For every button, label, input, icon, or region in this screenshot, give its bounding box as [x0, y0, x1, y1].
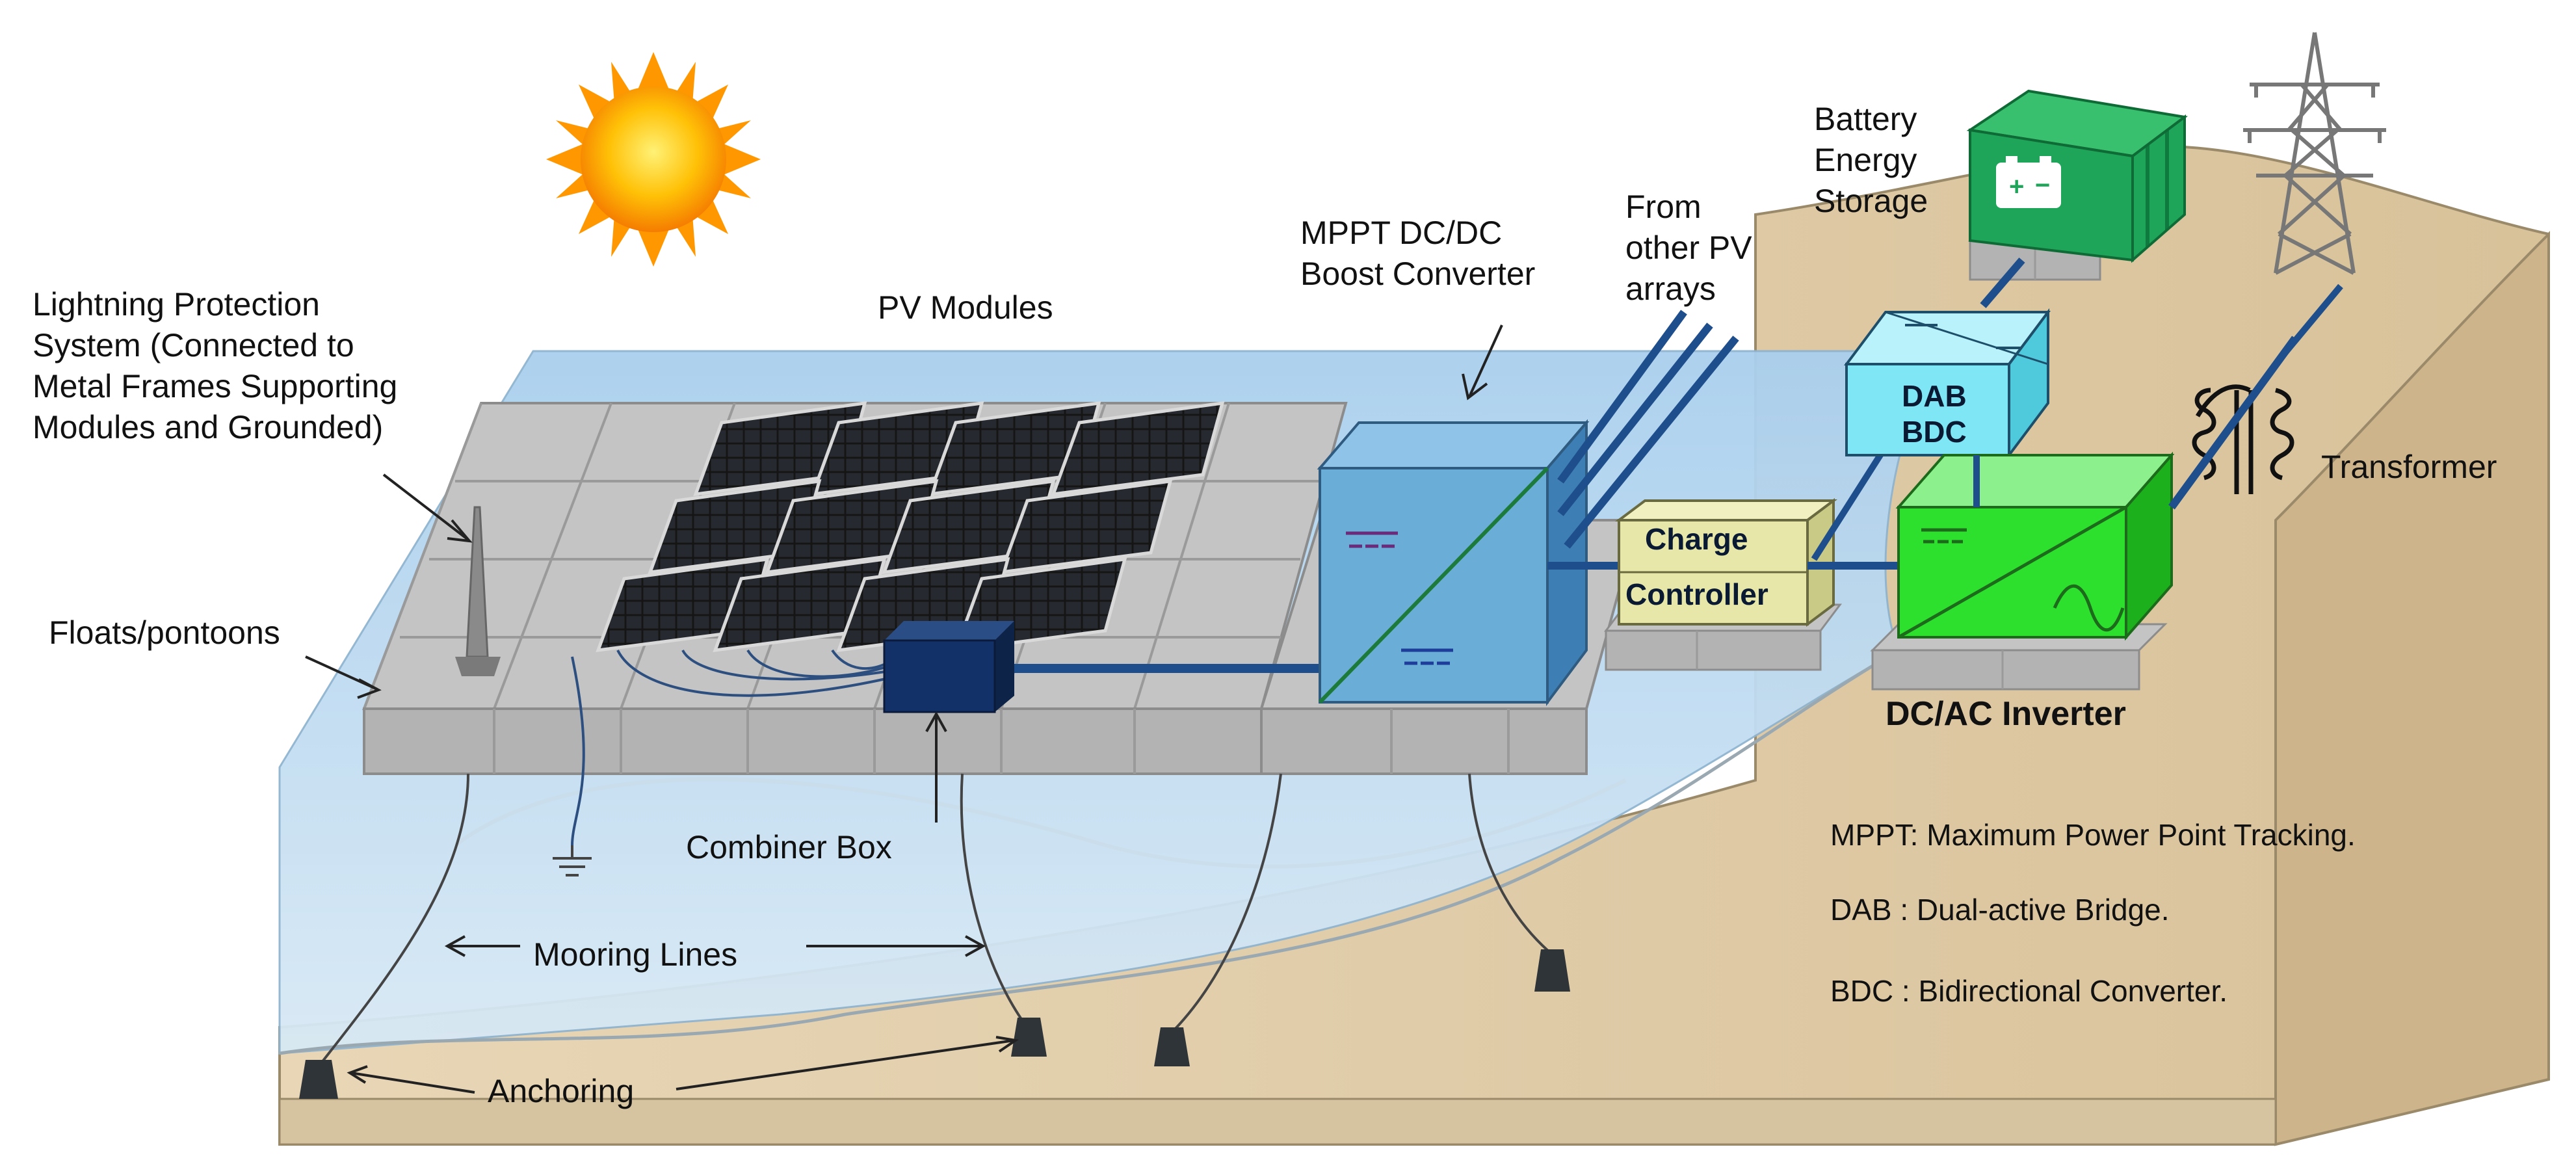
svg-text:−: − — [2035, 171, 2050, 200]
svg-text:Controller: Controller — [1625, 577, 1768, 611]
abbreviation-legend: MPPT: Maximum Power Point Tracking. DAB … — [1830, 818, 2356, 1008]
svg-text:System (Connected to: System (Connected to — [33, 327, 354, 363]
svg-text:Boost Converter: Boost Converter — [1300, 256, 1535, 292]
svg-text:Storage: Storage — [1814, 183, 1928, 219]
anchor-icons — [299, 949, 1570, 1099]
label-lightning-protection: Lightning Protection System (Connected t… — [33, 286, 397, 445]
label-mooring-lines: Mooring Lines — [533, 936, 737, 973]
label-charge-controller: Charge Controller — [1625, 522, 1768, 611]
svg-text:BDC: BDC — [1902, 415, 1967, 449]
label-anchoring: Anchoring — [488, 1073, 634, 1109]
battery-icon: + − — [1966, 89, 2188, 263]
svg-text:Energy: Energy — [1814, 142, 1917, 178]
svg-text:From: From — [1625, 189, 1702, 225]
lightning-rod — [455, 506, 501, 676]
svg-text:Metal Frames Supporting: Metal Frames Supporting — [33, 368, 397, 404]
label-floats-pontoons: Floats/pontoons — [49, 614, 280, 651]
sun-icon — [546, 52, 761, 267]
cable-transformer-tower — [2273, 283, 2343, 367]
transmission-tower-icon — [2243, 32, 2386, 275]
svg-text:+: + — [2009, 172, 2024, 201]
cable-inverter-transformer — [2168, 336, 2298, 510]
dc-ac-inverter-box — [1895, 451, 2175, 641]
label-dab-bdc: DAB BDC — [1902, 379, 1967, 449]
svg-text:Battery: Battery — [1814, 101, 1917, 137]
label-dc-ac-inverter: DC/AC Inverter — [1886, 695, 2126, 733]
svg-text:Modules and Grounded): Modules and Grounded) — [33, 409, 383, 445]
svg-text:MPPT DC/DC: MPPT DC/DC — [1300, 215, 1502, 251]
svg-text:DAB : Dual-active Bridge.: DAB : Dual-active Bridge. — [1830, 893, 2170, 927]
cable-battery-dab — [1980, 257, 2025, 308]
mppt-converter-box — [1317, 419, 1590, 706]
svg-text:DAB: DAB — [1902, 379, 1967, 413]
dab-bdc-box — [1844, 308, 2051, 459]
mooring-lines — [317, 773, 1555, 1068]
svg-text:other PV: other PV — [1625, 230, 1752, 266]
label-from-other-pv-arrays: From other PV arrays — [1625, 189, 1752, 307]
label-battery-storage: Battery Energy Storage — [1814, 101, 1928, 219]
transformer-icon — [2192, 384, 2294, 494]
svg-text:Charge: Charge — [1645, 522, 1748, 556]
svg-text:MPPT: Maximum Power Point Trac: MPPT: Maximum Power Point Tracking. — [1830, 818, 2356, 852]
label-transformer: Transformer — [2321, 449, 2497, 485]
combiner-box — [883, 621, 1014, 713]
other-pv-array-cables — [1557, 310, 1739, 549]
svg-text:BDC : Bidirectional Converter.: BDC : Bidirectional Converter. — [1830, 974, 2228, 1008]
svg-text:Lightning Protection: Lightning Protection — [33, 286, 320, 323]
label-combiner-box: Combiner Box — [686, 829, 892, 865]
ground-symbol-icon — [553, 845, 592, 877]
annotation-arrows — [305, 324, 1503, 1094]
label-pv-modules: PV Modules — [878, 289, 1053, 326]
svg-text:arrays: arrays — [1625, 270, 1716, 307]
label-mppt-converter: MPPT DC/DC Boost Converter — [1300, 215, 1535, 292]
